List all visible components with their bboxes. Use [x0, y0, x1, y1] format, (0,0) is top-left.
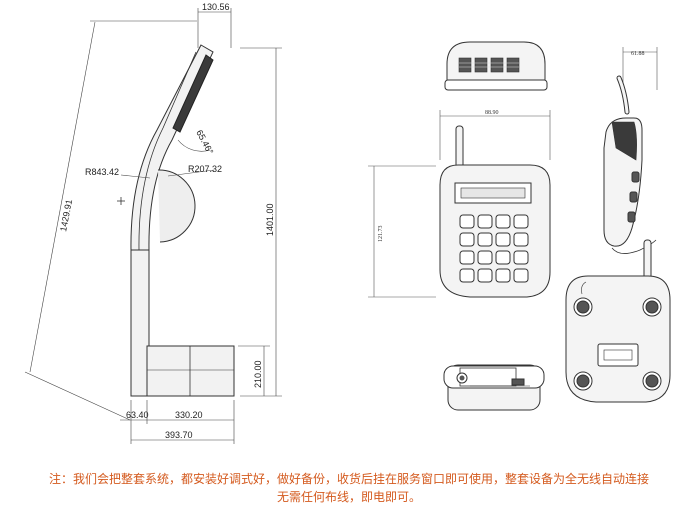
dim-radius-inner: R207.32	[188, 164, 222, 174]
dim-top-width: 130.56	[202, 2, 230, 12]
technical-drawing: 130.56 65.46° R843.42 R207.32 1429.91 14…	[24, 2, 671, 444]
dim-angle: 65.46°	[194, 128, 215, 156]
device-side-view	[603, 75, 657, 254]
dim-device-depth: 61.88	[631, 51, 645, 57]
dim-base-height: 210.00	[253, 360, 263, 388]
device-bottom-view	[443, 364, 545, 411]
device-top-view	[444, 41, 548, 91]
device-back-view	[565, 239, 671, 403]
dim-device-height: 121.73	[378, 226, 384, 243]
dim-radius-outer: R843.42	[85, 167, 119, 177]
dim-left-offset: 63.40	[126, 410, 149, 420]
note-line-2: 无需任何布线，即电即可。	[276, 490, 421, 504]
dim-total-width: 393.70	[165, 430, 193, 440]
dim-height: 1401.00	[265, 203, 275, 236]
dim-base-width: 330.20	[175, 410, 203, 420]
stand-dimension-lines	[24, 8, 282, 444]
installation-note: 注：我们会把整套系统，都安装好调式好，做好备份，收货后挂在服务窗口即可使用，整套…	[0, 470, 698, 506]
device-front-view	[439, 125, 551, 298]
dim-total-length: 1429.91	[58, 199, 74, 233]
stand-drawing	[117, 44, 235, 397]
note-line-1: 注：我们会把整套系统，都安装好调式好，做好备份，收货后挂在服务窗口即可使用，整套…	[48, 472, 649, 486]
dim-device-width: 88.90	[485, 110, 499, 116]
